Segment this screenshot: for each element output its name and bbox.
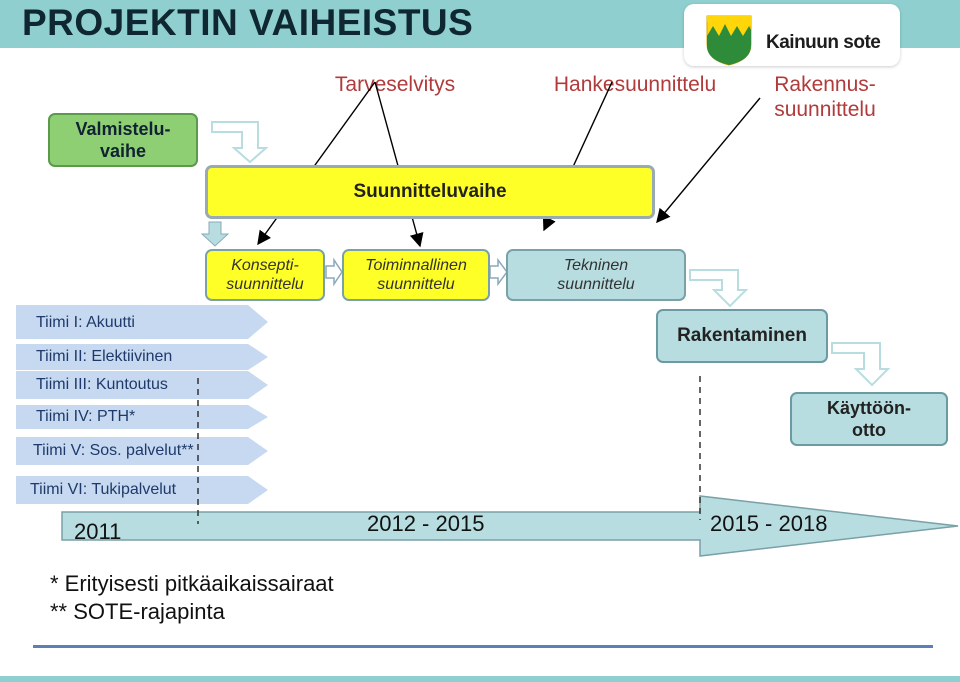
- stage-kayttoonotto: Käyttöön- otto: [790, 392, 948, 446]
- stage-label-line: suunnittelu: [226, 276, 304, 293]
- phase-label-tarveselvitys: Tarveselvitys: [334, 73, 456, 96]
- stage-label-line: suunnittelu: [377, 276, 455, 293]
- timeline-label-start: 2011: [74, 519, 122, 544]
- footer-divider: [33, 645, 933, 648]
- stage-label-line: Käyttöön-: [827, 398, 911, 418]
- stage-label-line: Toiminnallinen: [365, 257, 467, 274]
- stage-label-line: vaihe: [99, 141, 146, 161]
- stage-arrow-valmistelu: [211, 121, 269, 164]
- timeline-label-end: 2015 - 2018: [710, 511, 828, 536]
- phase-label-line: suunnittelu: [774, 98, 876, 121]
- pointer-line: [374, 81, 424, 248]
- team-label: Tiimi V: Sos. palvelut**: [33, 442, 194, 459]
- team-arrow: [16, 405, 268, 429]
- stage-konseptisuunnittelu: Konsepti- suunnittelu: [205, 249, 325, 301]
- team-arrow: [16, 344, 268, 370]
- kainuu-emblem-icon: [706, 15, 752, 66]
- page-title: PROJEKTIN VAIHEISTUS: [22, 2, 474, 43]
- team-label: Tiimi VI: Tukipalvelut: [30, 481, 177, 498]
- stage-rakentaminen: Rakentaminen: [656, 309, 828, 363]
- phase-label-hankesuunnittelu: Hankesuunnittelu: [553, 73, 717, 96]
- logo-text: Kainuun sote: [766, 32, 881, 53]
- team-label: Tiimi II: Elektiivinen: [36, 348, 173, 365]
- stage-label-line: Valmistelu-: [75, 119, 171, 139]
- team-label: Tiimi I: Akuutti: [36, 314, 135, 331]
- team-arrow: [16, 371, 268, 399]
- pointer-line: [257, 81, 376, 246]
- stage-label-line: Konsepti-: [231, 257, 299, 274]
- connector-arrow: [489, 257, 508, 287]
- stage-arrow-suunnittelu: [200, 221, 230, 247]
- stage-label-line: suunnittelu: [557, 276, 635, 293]
- stage-tekninen-suunnittelu: Tekninen suunnittelu: [506, 249, 686, 301]
- footnote: * Erityisesti pitkäaikaissairaat: [50, 571, 334, 596]
- phase-label-rakennussuunnittelu: Rakennus- suunnittelu: [745, 72, 905, 122]
- team-label: Tiimi III: Kuntoutus: [36, 376, 168, 393]
- team-arrow: [16, 476, 268, 504]
- stage-arrow-tekninen: [689, 269, 749, 308]
- stage-toiminnallinen-suunnittelu: Toiminnallinen suunnittelu: [342, 249, 490, 301]
- stage-label-line: Tekninen: [563, 257, 629, 274]
- team-arrow: [16, 437, 268, 465]
- stage-suunnitteluvaihe: Suunnitteluvaihe: [205, 165, 655, 219]
- pointer-line: [656, 97, 761, 224]
- phase-label-line: Rakennus-: [774, 73, 876, 96]
- connector-arrow: [325, 257, 343, 287]
- team-arrow: [16, 305, 268, 339]
- stage-valmisteluvaihe: Valmistelu- vaihe: [48, 113, 198, 167]
- footer-band: [0, 676, 960, 682]
- footnote: ** SOTE-rajapinta: [50, 599, 225, 624]
- timeline-label-middle: 2012 - 2015: [367, 511, 485, 536]
- team-label: Tiimi IV: PTH*: [36, 408, 136, 425]
- stage-arrow-rakentaminen: [831, 342, 891, 387]
- stage-label-line: otto: [852, 420, 886, 440]
